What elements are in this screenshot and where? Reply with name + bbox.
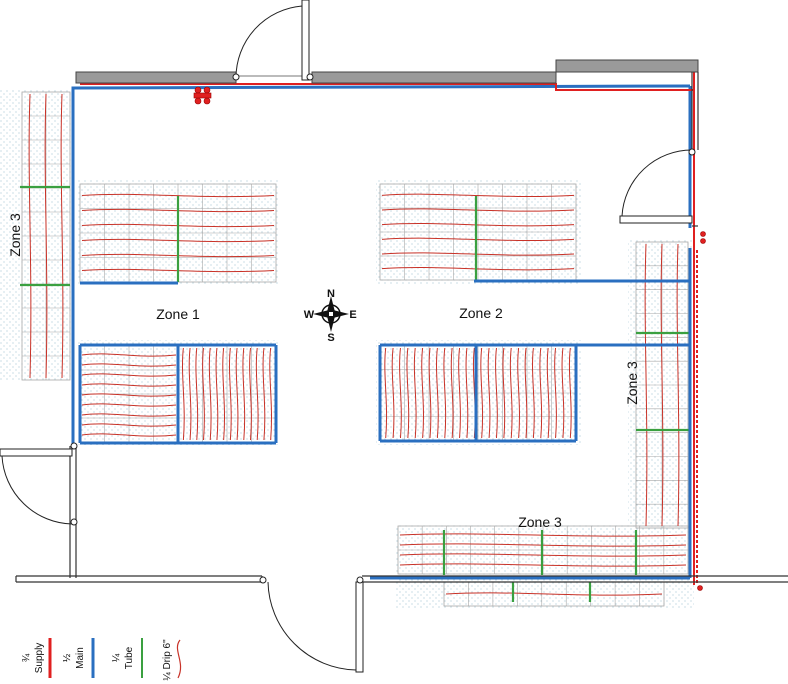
zone-2-label: Zone 2 (459, 305, 503, 321)
bed-areas (0, 90, 694, 608)
legend-drip-label: ¼ Drip 6" (161, 639, 173, 681)
walls (75, 59, 699, 84)
zone-3-label-bottom: Zone 3 (518, 514, 562, 530)
zone-3-label-left: Zone 3 (7, 213, 23, 257)
compass-e: E (349, 309, 356, 321)
legend-tube-label: Tube (124, 646, 135, 669)
compass-s: S (327, 332, 334, 344)
legend-main-frac: ½ (62, 653, 73, 662)
legend-tube-frac: ¼ (110, 653, 122, 662)
main-lines (71, 84, 692, 580)
compass-n: N (327, 288, 335, 300)
legend-drip-swatch (176, 639, 182, 679)
legend-supply-frac: ¾ (21, 653, 32, 662)
compass-rose-icon: N S E W (304, 288, 357, 344)
valve-icon (193, 86, 706, 591)
zone-3-label-right: Zone 3 (624, 361, 640, 405)
supply-lines (80, 72, 698, 585)
legend-main-label: Main (75, 647, 86, 669)
legend-supply-label: Supply (34, 643, 45, 674)
doors (0, 0, 696, 673)
wall-lines (15, 72, 788, 583)
zone-1-label: Zone 1 (156, 306, 200, 322)
legend: ¾ Supply ½ Main ¼ Tube ¼ Drip 6" (21, 638, 182, 681)
drip-lines (28, 93, 687, 596)
compass-w: W (304, 309, 315, 321)
tube-lines (20, 185, 690, 602)
